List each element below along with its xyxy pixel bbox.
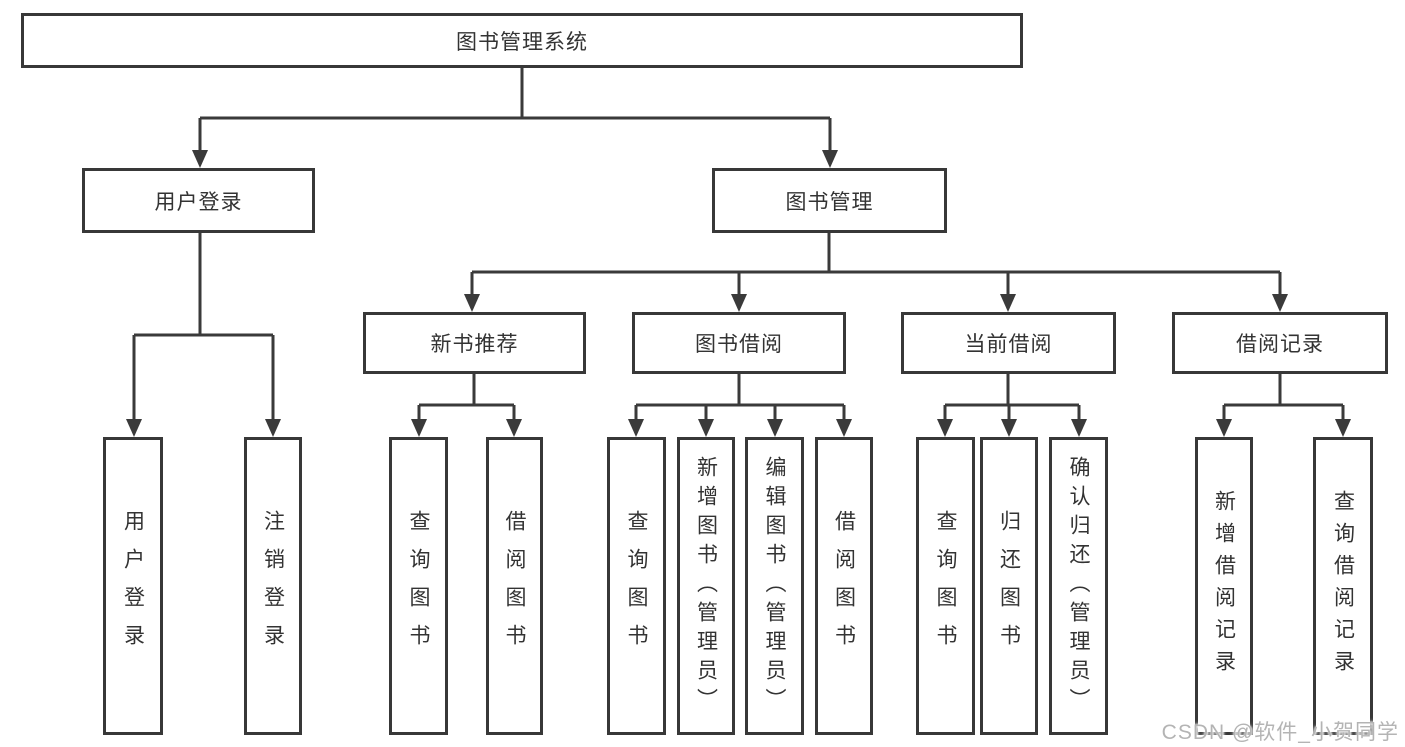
node-borrow-records: 借阅记录 <box>1172 312 1388 374</box>
node-book-management: 图书管理 <box>712 168 947 233</box>
leaf-query-books-recommend-label: 查询图书 <box>407 510 430 662</box>
leaf-logout: 注销登录 <box>244 437 302 735</box>
leaf-add-book-admin-label: 新增图书（管理员） <box>694 455 718 717</box>
node-book-management-label: 图书管理 <box>785 190 874 214</box>
leaf-borrow-books-label: 借阅图书 <box>832 510 856 662</box>
node-book-borrow: 图书借阅 <box>632 312 846 374</box>
node-new-book-recommend: 新书推荐 <box>363 312 586 374</box>
leaf-add-borrow-record: 新增借阅记录 <box>1195 437 1253 735</box>
node-user-login-module-label: 用户登录 <box>154 190 243 214</box>
node-book-borrow-label: 图书借阅 <box>695 333 783 356</box>
leaf-return-books: 归还图书 <box>980 437 1038 735</box>
leaf-add-borrow-record-label: 新增借阅记录 <box>1212 490 1236 682</box>
leaf-return-books-label: 归还图书 <box>997 510 1021 662</box>
node-borrow-records-label: 借阅记录 <box>1236 333 1324 356</box>
leaf-query-borrow-record-label: 查询借阅记录 <box>1331 490 1355 682</box>
leaf-edit-book-admin-label: 编辑图书（管理员） <box>763 455 786 717</box>
leaf-logout-label: 注销登录 <box>261 510 285 662</box>
leaf-query-books-recommend: 查询图书 <box>389 437 448 735</box>
leaf-query-books-current-label: 查询图书 <box>934 510 957 662</box>
leaf-query-borrow-record: 查询借阅记录 <box>1313 437 1373 735</box>
leaf-user-login-label: 用户登录 <box>121 510 145 662</box>
leaf-borrow-books-recommend-label: 借阅图书 <box>503 510 526 662</box>
leaf-borrow-books: 借阅图书 <box>815 437 873 735</box>
leaf-borrow-books-recommend: 借阅图书 <box>486 437 543 735</box>
watermark: CSDN @软件_小贺同学 <box>1161 721 1399 744</box>
node-current-borrow-label: 当前借阅 <box>964 333 1053 356</box>
leaf-user-login: 用户登录 <box>103 437 163 735</box>
leaf-edit-book-admin: 编辑图书（管理员） <box>745 437 804 735</box>
leaf-confirm-return-admin: 确认归还（管理员） <box>1049 437 1108 735</box>
node-user-login-module: 用户登录 <box>82 168 315 233</box>
leaf-add-book-admin: 新增图书（管理员） <box>677 437 735 735</box>
leaf-confirm-return-admin-label: 确认归还（管理员） <box>1067 455 1090 717</box>
node-root: 图书管理系统 <box>21 13 1023 68</box>
node-root-label: 图书管理系统 <box>456 30 588 54</box>
node-new-book-recommend-label: 新书推荐 <box>430 333 519 356</box>
leaf-query-books-current: 查询图书 <box>916 437 975 735</box>
node-current-borrow: 当前借阅 <box>901 312 1116 374</box>
leaf-query-books-borrow-label: 查询图书 <box>625 510 648 662</box>
leaf-query-books-borrow: 查询图书 <box>607 437 666 735</box>
